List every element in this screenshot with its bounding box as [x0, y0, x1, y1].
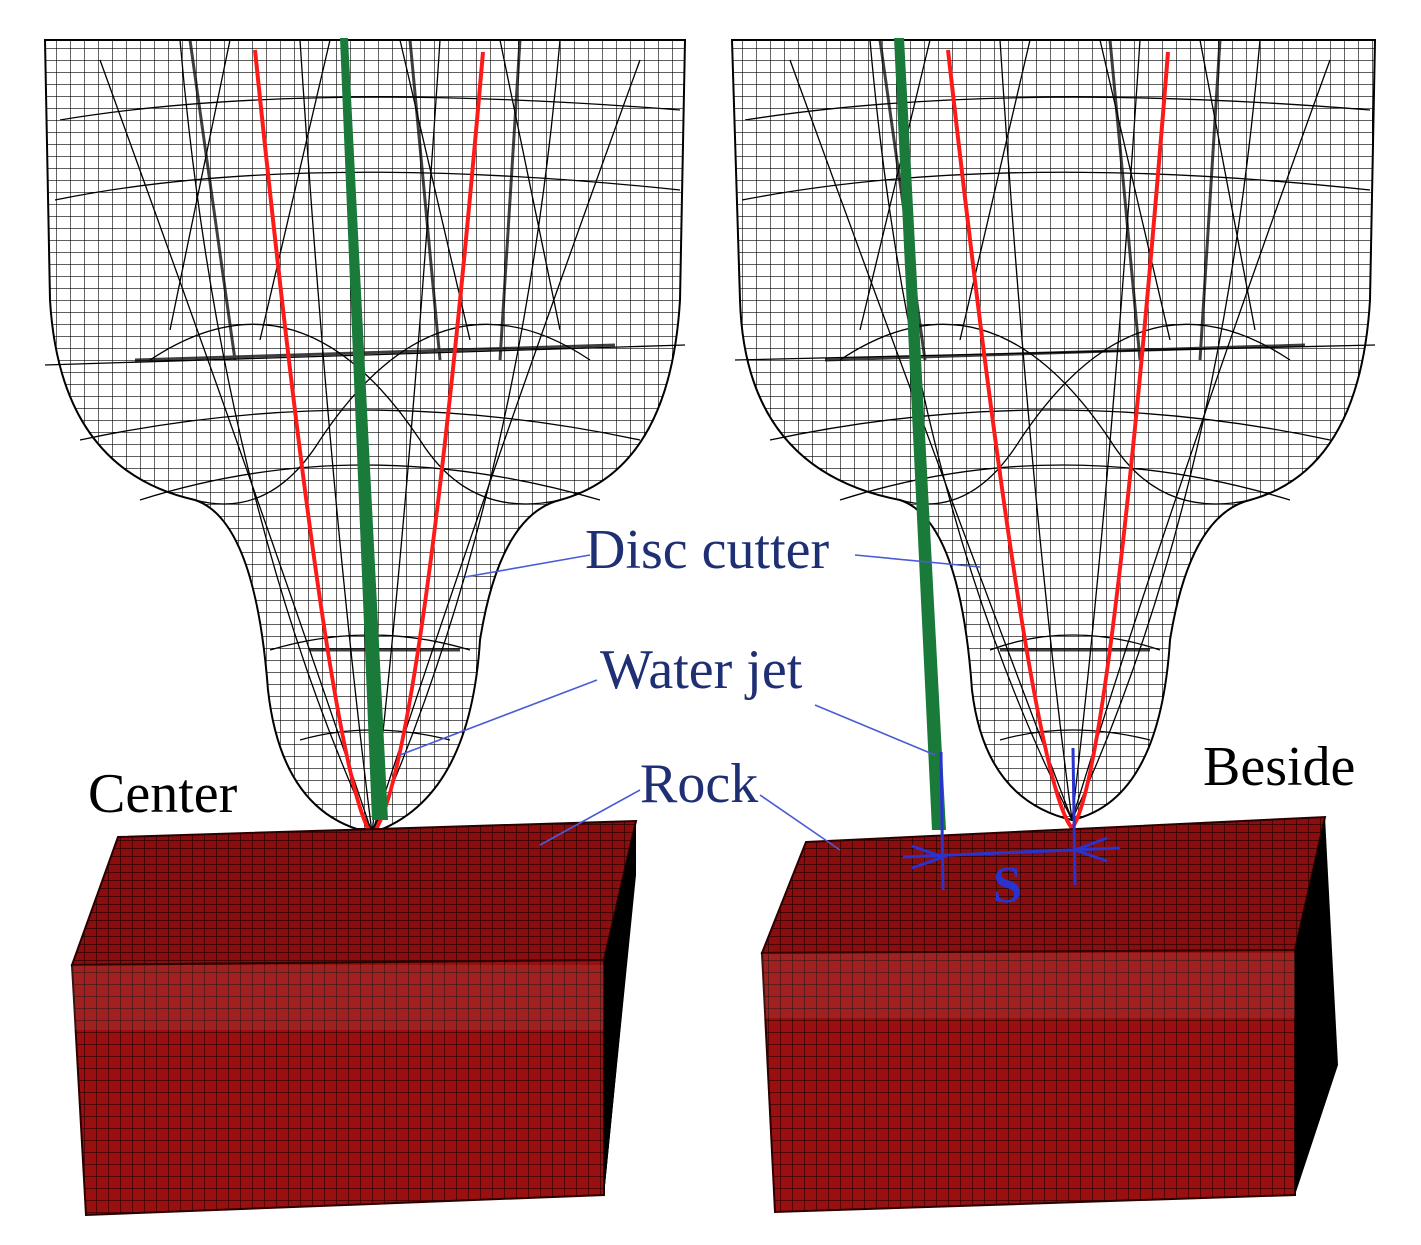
rock-block-icon [70, 819, 638, 1217]
label-water-jet: Water jet [600, 639, 803, 701]
label-beside: Beside [1203, 736, 1355, 798]
leader-lines [399, 554, 981, 851]
label-spacing-s: S [993, 857, 1022, 914]
label-disc-cutter: Disc cutter [585, 519, 829, 581]
disc-cutter-mesh-icon [730, 39, 1377, 822]
water-jet-stream-icon [340, 38, 388, 820]
spacing-dimension [902, 747, 1121, 891]
cutter-profile-curve [946, 49, 1170, 832]
label-center: Center [88, 763, 238, 825]
right-panel-beside [730, 38, 1377, 1214]
rock-block-icon [760, 815, 1338, 1214]
water-jet-stream-icon [894, 38, 946, 830]
left-panel-center [43, 38, 687, 1217]
label-rock: Rock [640, 753, 758, 815]
